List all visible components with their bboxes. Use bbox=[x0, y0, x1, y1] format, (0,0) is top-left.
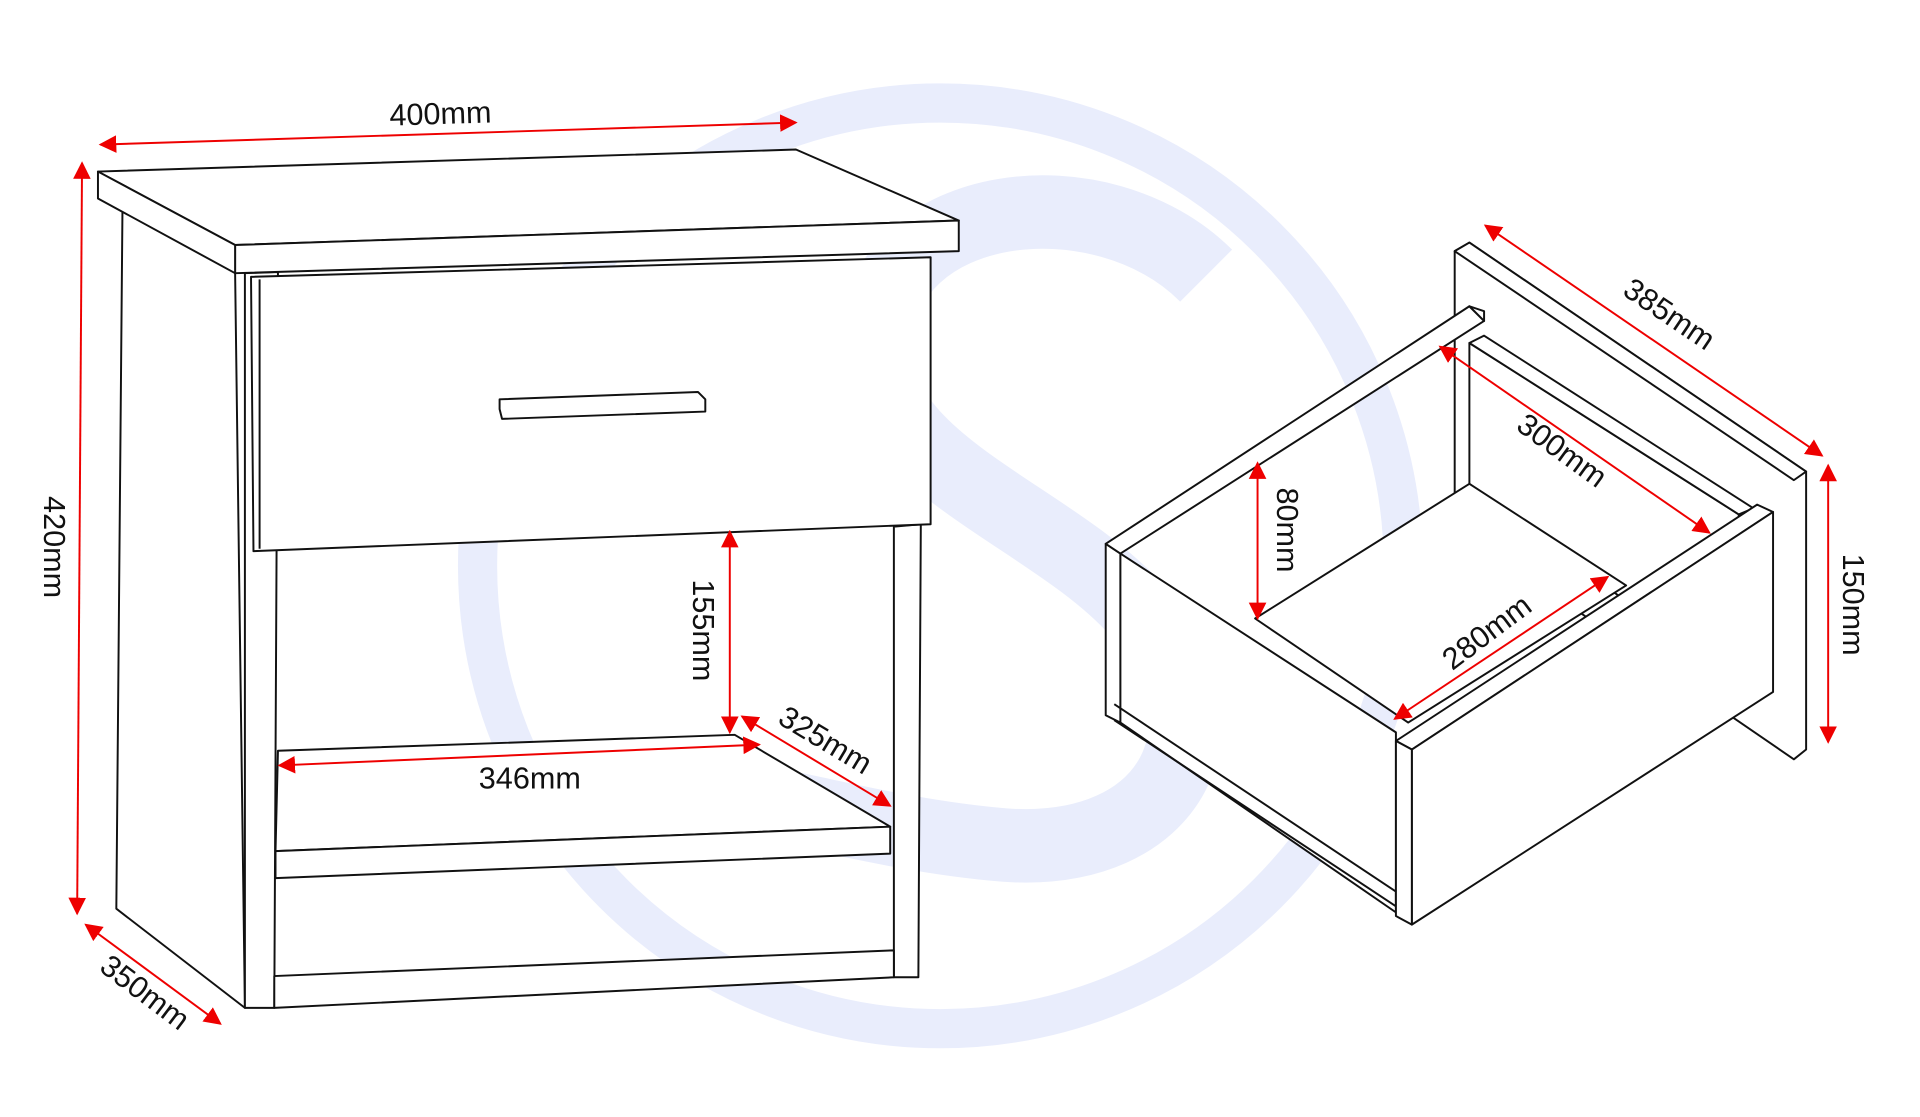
cabinet-depth-label: 350mm bbox=[94, 948, 196, 1037]
drawer-inner-height-label: 80mm bbox=[1270, 487, 1304, 572]
drawer-outer-height-label: 150mm bbox=[1836, 554, 1870, 656]
drawer-handle bbox=[498, 390, 707, 420]
cabinet-height-label: 420mm bbox=[37, 496, 71, 598]
dimension-lines bbox=[68, 114, 1837, 1025]
opening-height-label: 155mm bbox=[686, 579, 720, 681]
opening-width-label: 346mm bbox=[479, 762, 581, 796]
drawer-outer-depth-label: 385mm bbox=[1617, 272, 1721, 357]
cabinet-width-label: 400mm bbox=[389, 95, 492, 132]
cabinet-drawing bbox=[96, 148, 960, 1009]
